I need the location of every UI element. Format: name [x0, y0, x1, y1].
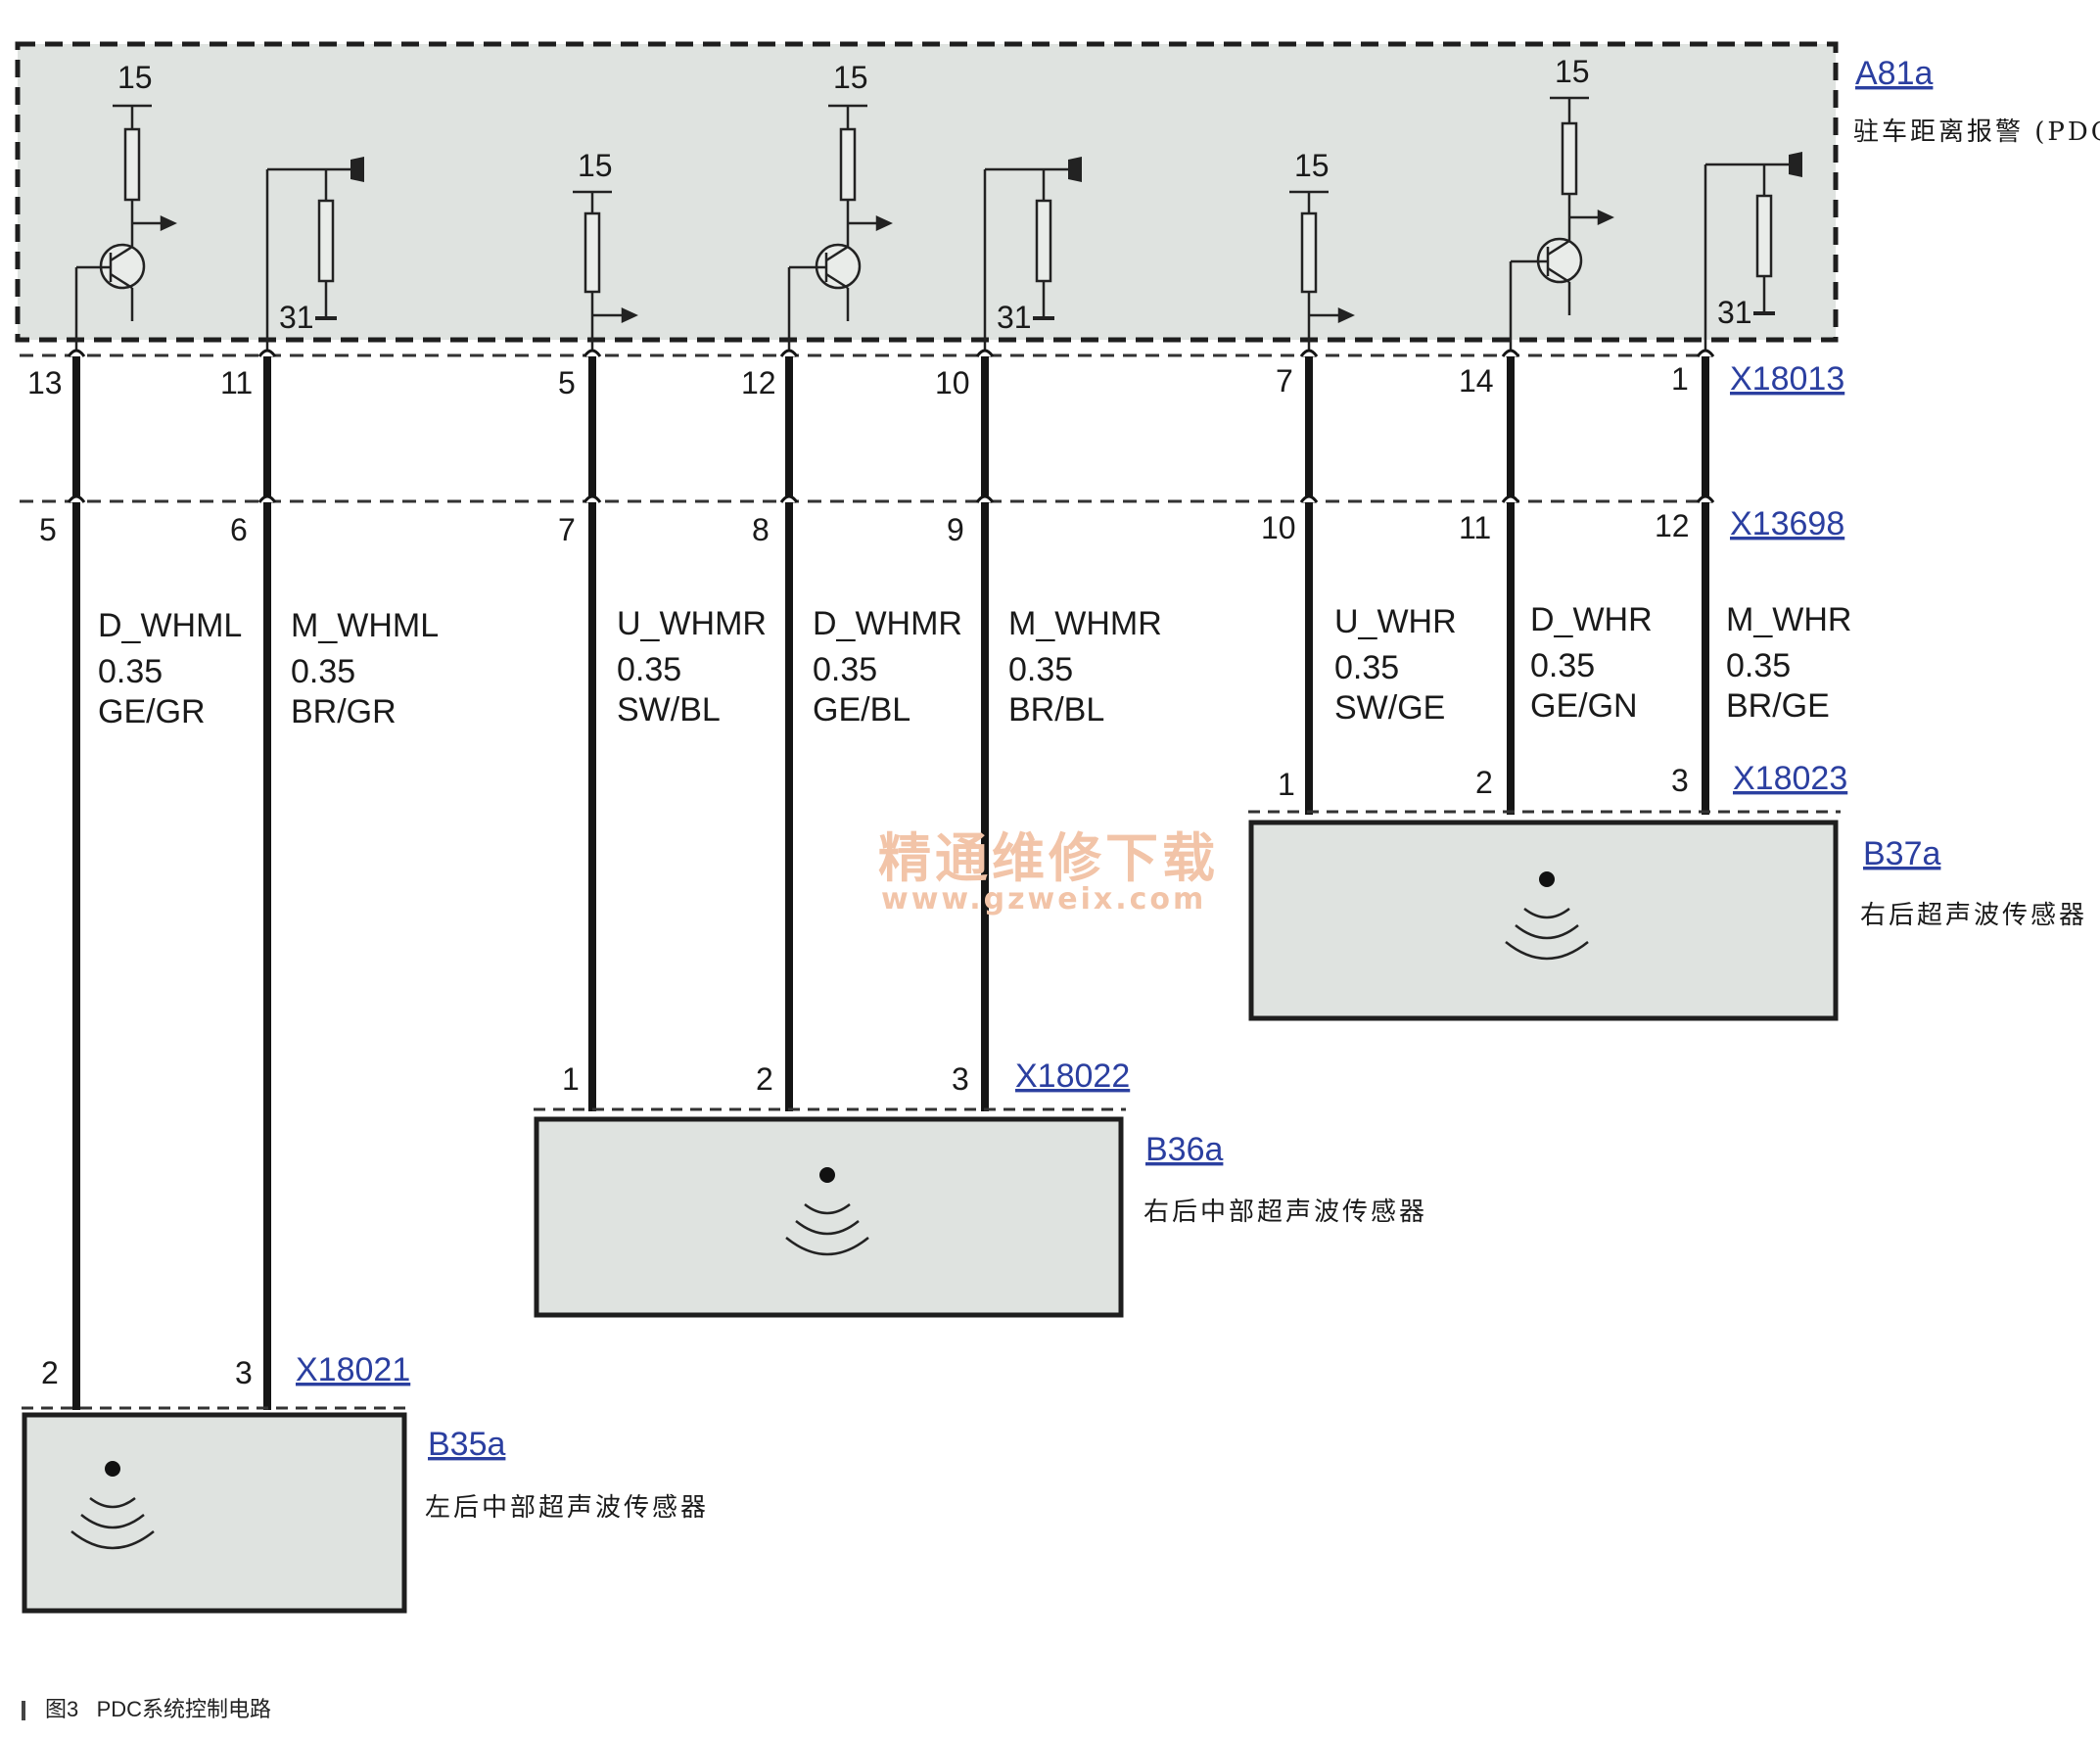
wire-color: GE/BL: [813, 691, 910, 728]
wire-color: SW/BL: [617, 691, 721, 728]
pin-number: 2: [1475, 765, 1493, 800]
wire-gauge: 0.35: [98, 653, 163, 690]
pin-number: 12: [741, 365, 776, 400]
wire-signal: U_WHMR: [617, 605, 767, 642]
pin-number: 1: [1671, 361, 1689, 397]
connector-x18013-link[interactable]: X18013: [1730, 360, 1844, 398]
ground-label: 31: [1717, 295, 1752, 330]
pin-number: 11: [220, 365, 253, 400]
pin-number: 10: [1261, 510, 1296, 545]
transistor-circuit: [74, 96, 1614, 352]
wire-gauge: 0.35: [291, 653, 355, 690]
ground-circuit: [265, 152, 1802, 352]
wire-signal: D_WHML: [98, 607, 242, 644]
supply-label: 15: [578, 148, 613, 183]
caption-bar: [22, 1701, 25, 1721]
pin-number: 3: [1671, 763, 1689, 798]
pin-number: 10: [935, 365, 970, 400]
sensor-b36a: [534, 1107, 1126, 1318]
pin-number: 13: [27, 365, 63, 400]
connector-x13698-link[interactable]: X13698: [1730, 505, 1844, 542]
supply-label: 15: [1294, 148, 1330, 183]
supply-label: 15: [833, 60, 868, 95]
sensor-name: 右后中部超声波传感器: [1143, 1198, 1427, 1227]
pin-number: 5: [558, 365, 576, 400]
pin-number: 1: [562, 1061, 580, 1097]
ground-label: 31: [279, 300, 314, 335]
wire-color: GE/GR: [98, 693, 206, 730]
sensor-id-link[interactable]: B35a: [428, 1426, 505, 1463]
wire-gauge: 0.35: [1008, 651, 1073, 688]
figure-number: 图3: [45, 1697, 79, 1721]
connector-x18013-pins: 13 11 5 12 10 7 14 1: [27, 361, 1689, 400]
sensor-name: 左后中部超声波传感器: [425, 1493, 709, 1523]
wire-color: BR/BL: [1008, 691, 1104, 728]
connector-x18023-pins: 1 2 3: [1278, 763, 1689, 802]
connector-x18021-pins: 2 3: [41, 1355, 253, 1390]
module-id-link[interactable]: A81a: [1855, 55, 1933, 92]
wire-signal: M_WHR: [1726, 601, 1851, 638]
pullup-circuit: [573, 190, 1355, 352]
sensor-id-link[interactable]: B36a: [1145, 1131, 1223, 1168]
wire-gauge: 0.35: [1726, 647, 1791, 684]
wire-signal: M_WHML: [291, 607, 439, 644]
connector-x18022-link[interactable]: X18022: [1015, 1058, 1130, 1095]
pin-number: 7: [1276, 363, 1293, 399]
sensor-b35a: [22, 1406, 407, 1614]
figure-title: PDC系统控制电路: [96, 1697, 272, 1721]
wire-signal: U_WHR: [1334, 603, 1457, 640]
wires: [72, 352, 1709, 1410]
pin-number: 6: [230, 512, 248, 547]
pin-number: 14: [1459, 363, 1494, 399]
pin-number: 8: [752, 512, 770, 547]
sensor-b37a: [1248, 810, 1841, 1021]
wire-color: BR/GE: [1726, 687, 1830, 725]
wire-signal: D_WHR: [1530, 601, 1653, 638]
watermark-text: 精通维修下载: [878, 827, 1219, 889]
supply-label: 15: [117, 60, 153, 95]
wire-labels: D_WHML 0.35 GE/GR M_WHML 0.35 BR/GR U_WH…: [98, 601, 1851, 730]
wire-color: BR/GR: [291, 693, 397, 730]
connector-x18023-link[interactable]: X18023: [1733, 760, 1847, 797]
ground-label: 31: [997, 300, 1032, 335]
pin-terminals: [67, 349, 1715, 503]
module-name: 驻车距离报警 (PDC): [1853, 118, 2100, 147]
watermark-url: www.gzweix.com: [881, 882, 1206, 916]
wire-gauge: 0.35: [1334, 649, 1399, 686]
supply-label: 15: [1555, 54, 1590, 89]
wire-signal: M_WHMR: [1008, 605, 1162, 642]
pin-number: 2: [41, 1355, 59, 1390]
wire-gauge: 0.35: [617, 651, 681, 688]
pin-number: 7: [558, 512, 576, 547]
wire-gauge: 0.35: [1530, 647, 1595, 684]
wire-signal: D_WHMR: [813, 605, 962, 642]
wire-gauge: 0.35: [813, 651, 877, 688]
pin-number: 5: [39, 512, 57, 547]
figure-caption: 图3 PDC系统控制电路: [22, 1692, 271, 1723]
connector-x18022-pins: 1 2 3: [562, 1061, 969, 1097]
wire-color: SW/GE: [1334, 689, 1445, 727]
pin-number: 11: [1459, 510, 1491, 545]
pin-number: 2: [756, 1061, 773, 1097]
sensor-name: 右后超声波传感器: [1860, 901, 2087, 930]
pin-number: 3: [952, 1061, 969, 1097]
connector-x18021-link[interactable]: X18021: [296, 1351, 410, 1388]
wire-color: GE/GN: [1530, 687, 1638, 725]
pin-number: 12: [1655, 508, 1690, 543]
pin-number: 9: [947, 512, 964, 547]
connector-x13698-pins: 5 6 7 8 9 10 11 12: [39, 508, 1690, 547]
pin-number: 1: [1278, 767, 1295, 802]
pin-number: 3: [235, 1355, 253, 1390]
module-a81a: [15, 41, 1839, 343]
sensor-id-link[interactable]: B37a: [1863, 835, 1940, 872]
